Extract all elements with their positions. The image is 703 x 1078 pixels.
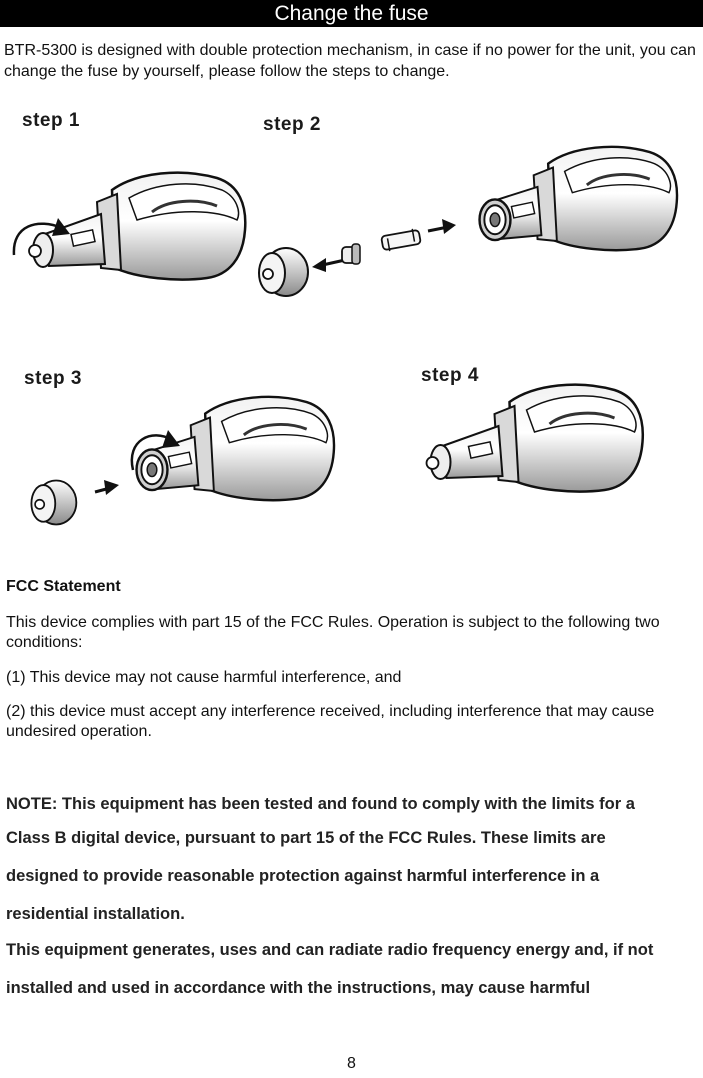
note-line-1: NOTE: This equipment has been tested and… bbox=[6, 795, 635, 813]
step-2-label: step 2 bbox=[263, 114, 321, 135]
fcc-heading: FCC Statement bbox=[6, 578, 121, 595]
step-1-label: step 1 bbox=[22, 110, 80, 131]
page-title: Change the fuse bbox=[0, 0, 703, 27]
note-line-4: residential installation. bbox=[6, 905, 185, 923]
page-number: 8 bbox=[347, 1055, 356, 1072]
note-line-5: This equipment generates, uses and can r… bbox=[6, 941, 654, 959]
fcc-condition-1: (1) This device may not cause harmful in… bbox=[6, 669, 402, 686]
intro-paragraph: BTR-5300 is designed with double protect… bbox=[4, 42, 696, 80]
note-line-3: designed to provide reasonable protectio… bbox=[6, 867, 600, 885]
step-3-label: step 3 bbox=[24, 368, 82, 389]
fcc-paragraph-1: This device complies with part 15 of the… bbox=[6, 614, 660, 651]
fcc-condition-2: (2) this device must accept any interfer… bbox=[6, 703, 655, 740]
step-4-label: step 4 bbox=[421, 365, 479, 386]
note-line-2: Class B digital device, pursuant to part… bbox=[6, 829, 606, 847]
note-line-6: installed and used in accordance with th… bbox=[6, 979, 591, 997]
fuse-steps-illustration bbox=[12, 145, 679, 526]
